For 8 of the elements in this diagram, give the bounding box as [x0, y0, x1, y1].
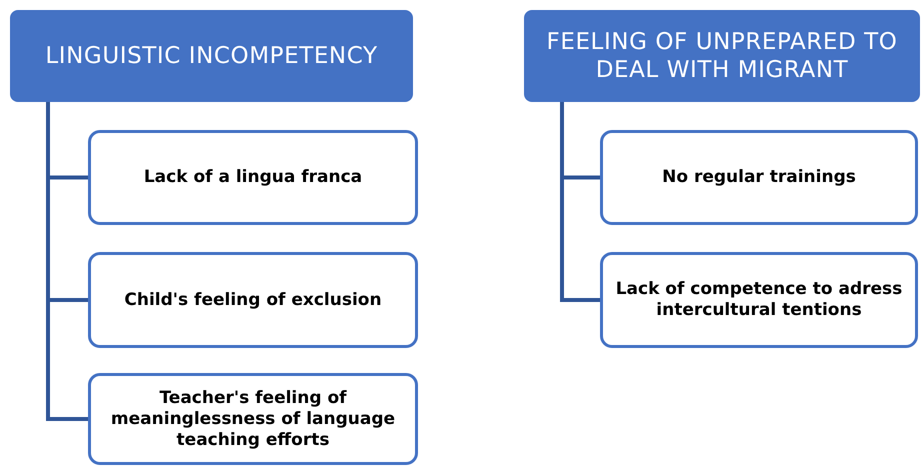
item-box: Lack of a lingua franca: [88, 130, 418, 225]
item-box: Child's feeling of exclusion: [88, 252, 418, 348]
item-box: Teacher's feeling of meaninglessness of language teaching efforts: [88, 373, 418, 465]
category-header-box: LINGUISTIC INCOMPETENCY: [10, 10, 413, 102]
category-header-box: FEELING OF UNPREPARED TO DEAL WITH MIGRANT: [524, 10, 920, 102]
item-box: No regular trainings: [600, 130, 918, 225]
connector-line: [46, 102, 88, 421]
item-box: Lack of competence to adress intercultural tentions: [600, 252, 918, 348]
